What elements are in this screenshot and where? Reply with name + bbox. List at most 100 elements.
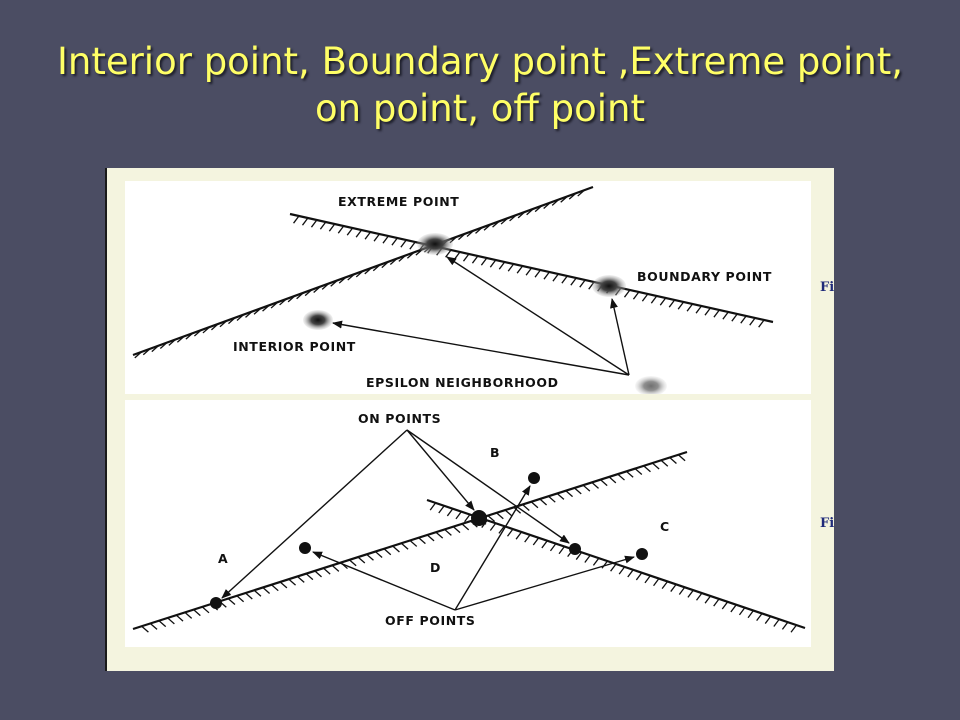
hatch-mark <box>176 335 185 343</box>
hatch-mark <box>461 523 470 531</box>
hatch-mark <box>236 595 245 603</box>
hatch-mark <box>506 528 514 537</box>
hatch-mark <box>504 509 513 517</box>
off-point-d <box>299 542 311 554</box>
hatch-mark <box>253 589 262 597</box>
boundary-point-dot <box>592 275 626 297</box>
hatch-mark <box>319 221 327 230</box>
hatch-mark <box>167 617 175 625</box>
hatch-mark <box>575 551 583 560</box>
hatch-mark <box>455 511 462 520</box>
label-extreme-point: EXTREME POINT <box>338 194 459 209</box>
hatch-mark <box>304 289 313 297</box>
hatch-mark <box>498 525 505 534</box>
epsilon-neighborhood-dot <box>635 376 667 394</box>
hatch-mark <box>617 473 625 481</box>
hatch-mark <box>374 551 383 558</box>
hatch-mark <box>355 229 363 238</box>
hatch-mark <box>348 559 357 567</box>
hatch-mark <box>373 233 380 242</box>
label-region-b: B <box>490 445 500 460</box>
hatch-mark <box>669 457 677 464</box>
hatch-mark <box>651 462 660 470</box>
hatch-mark <box>330 279 338 287</box>
hatch-mark <box>500 217 509 225</box>
interior-point-dot <box>303 310 333 330</box>
hatch-mark <box>526 208 534 216</box>
off-point-b <box>528 472 540 484</box>
hatch-mark <box>653 578 660 587</box>
hatch-mark <box>749 317 756 326</box>
hatch-mark <box>670 583 677 592</box>
hatch-marks-rising <box>141 454 686 633</box>
figure-top-svg: EXTREME POINT BOUNDARY POINT INTERIOR PO… <box>132 185 774 394</box>
hatch-mark <box>660 459 669 467</box>
hatch-mark <box>758 319 765 328</box>
hatch-mark <box>627 569 634 578</box>
on-point-b <box>471 510 487 526</box>
hatch-mark <box>487 515 496 523</box>
hatch-mark <box>556 492 565 500</box>
hatch-mark <box>438 505 445 514</box>
hatch-mark <box>738 607 746 616</box>
hatch-mark <box>305 573 314 581</box>
hatch-mark <box>391 237 398 246</box>
hatch-mark <box>158 620 167 628</box>
hatch-mark <box>623 289 631 298</box>
arrow-to-extreme <box>446 256 630 376</box>
label-boundary-point: BOUNDARY POINT <box>637 269 772 284</box>
hatch-mark <box>543 271 550 280</box>
hatch-mark <box>539 498 548 506</box>
hatch-mark <box>515 531 523 540</box>
figure-top-panel: EXTREME POINT BOUNDARY POINT INTERIOR PO… <box>125 181 811 394</box>
hatch-mark <box>454 251 461 260</box>
hatch-mark <box>687 589 694 598</box>
hatch-mark <box>475 226 483 234</box>
hatch-mark <box>338 276 347 284</box>
arrow-off-to-c <box>454 555 635 611</box>
hatch-mark <box>323 567 331 575</box>
hatch-mark <box>507 263 515 272</box>
hatch-mark <box>400 239 407 248</box>
off-point-c <box>636 548 648 560</box>
hatch-mark <box>445 249 452 258</box>
hatch-mark <box>677 301 685 310</box>
hatch-mark <box>610 563 617 572</box>
hatch-mark <box>357 556 366 564</box>
hatch-mark <box>409 540 418 547</box>
hatch-marks-falling <box>429 502 797 633</box>
arrow-on-to-b <box>406 429 475 511</box>
hatch-mark <box>543 202 551 209</box>
figure-frame: EXTREME POINT BOUNDARY POINT INTERIOR PO… <box>105 168 834 671</box>
hatch-mark <box>287 295 296 303</box>
hatch-mark <box>398 254 407 262</box>
hatch-mark <box>337 225 345 234</box>
hatch-mark <box>452 526 461 534</box>
slide-title-line-2: on point, off point <box>315 87 645 130</box>
hatch-mark <box>193 329 202 337</box>
figure-bottom-svg: ON POINTS OFF POINTS A B C D <box>132 411 806 633</box>
hatch-mark <box>444 528 452 536</box>
hatch-mark <box>704 595 712 604</box>
hatch-mark <box>236 314 245 321</box>
hatch-mark <box>310 219 318 228</box>
hatch-mark <box>625 470 634 478</box>
figure-bottom-panel: ON POINTS OFF POINTS A B C D <box>125 400 811 647</box>
hatch-mark <box>584 554 591 563</box>
label-region-c: C <box>660 519 670 534</box>
hatch-mark <box>313 286 321 293</box>
extreme-point-dot <box>417 233 453 255</box>
side-mark-top: Fi <box>820 280 835 295</box>
hatch-mark <box>201 606 210 614</box>
hatch-mark <box>483 223 492 231</box>
hatch-mark <box>713 309 720 318</box>
hatch-mark <box>532 537 540 546</box>
hatch-mark <box>560 195 568 203</box>
on-point-a <box>210 597 222 609</box>
hatch-mark <box>773 618 780 627</box>
hatch-mark <box>534 269 541 278</box>
hatch-mark <box>321 282 330 290</box>
hatch-mark <box>400 542 409 550</box>
hatch-mark <box>516 265 524 274</box>
label-interior-point: INTERIOR POINT <box>233 339 356 354</box>
